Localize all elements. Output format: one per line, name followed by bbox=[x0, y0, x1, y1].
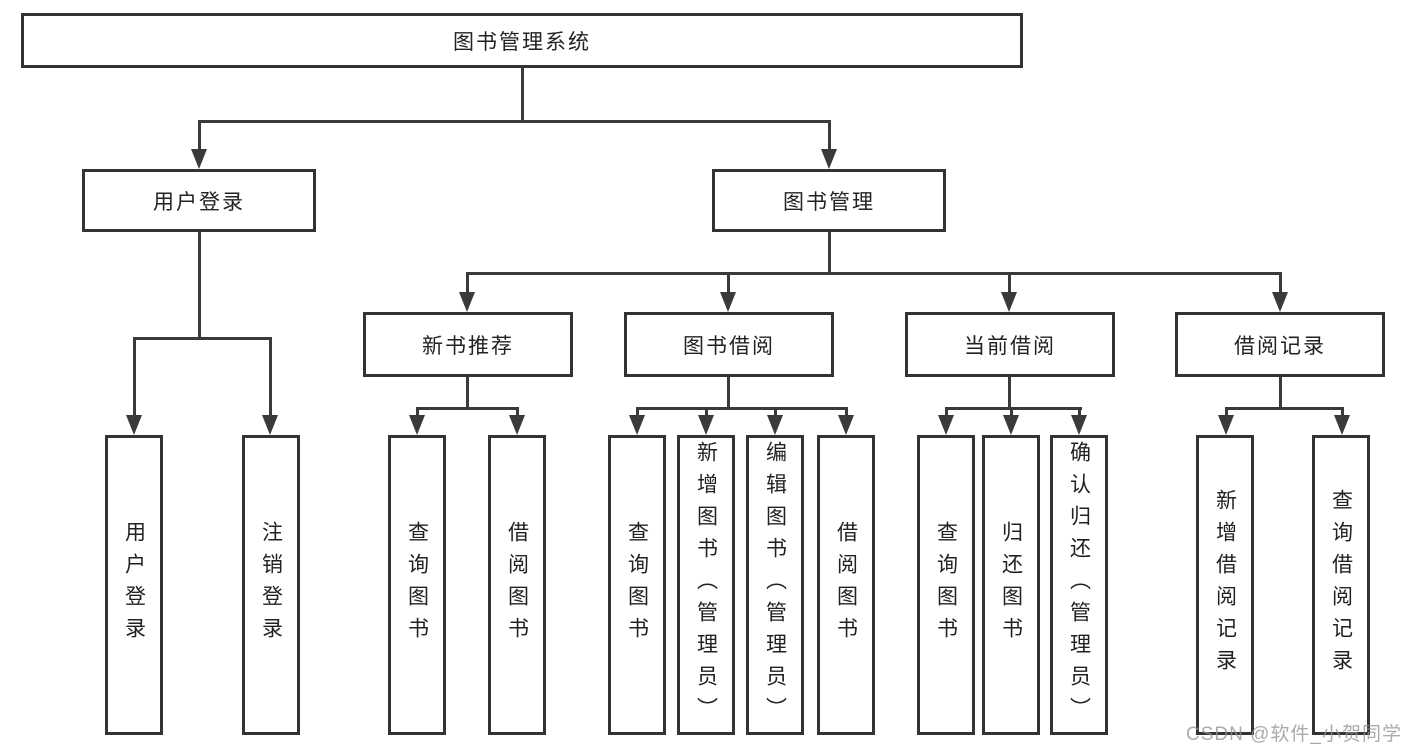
leaf-user-login: 用户登录 bbox=[105, 435, 163, 735]
arrow-down-icon bbox=[767, 415, 783, 435]
arrow-down-icon bbox=[126, 415, 142, 435]
node-library-management-system: 图书管理系统 bbox=[21, 13, 1023, 68]
connector-book-mgmt-stem bbox=[828, 232, 831, 272]
connector-current-borrow-stem bbox=[1008, 377, 1011, 407]
arrow-down-icon bbox=[698, 415, 714, 435]
connector-arrow-shaft bbox=[269, 337, 272, 415]
arrow-down-icon bbox=[262, 415, 278, 435]
connector-root-stem bbox=[521, 68, 524, 120]
node-label: 注销登录 bbox=[259, 521, 283, 649]
arrow-down-icon bbox=[1003, 415, 1019, 435]
leaf-borrow-query-books: 查询图书 bbox=[608, 435, 666, 735]
node-label: 查询借阅记录 bbox=[1329, 489, 1353, 681]
leaf-newbook-query-books: 查询图书 bbox=[388, 435, 446, 735]
connector-new-book-bar bbox=[416, 407, 519, 410]
node-label: 编辑图书（管理员） bbox=[763, 441, 787, 729]
connector-arrow-shaft bbox=[705, 407, 708, 415]
leaf-current-return-books: 归还图书 bbox=[982, 435, 1040, 735]
csdn-watermark: CSDN @软件_小贺同学 bbox=[1186, 724, 1402, 745]
connector-root-bar bbox=[198, 120, 831, 123]
connector-new-book-stem bbox=[466, 377, 469, 407]
node-label: 新增图书（管理员） bbox=[694, 441, 718, 729]
arrow-down-icon bbox=[629, 415, 645, 435]
leaf-records-add-record: 新增借阅记录 bbox=[1196, 435, 1254, 735]
connector-arrow-shaft bbox=[466, 272, 469, 293]
node-book-management: 图书管理 bbox=[712, 169, 946, 232]
leaf-current-confirm-return-admin: 确认归还（管理员） bbox=[1050, 435, 1108, 735]
arrow-down-icon bbox=[409, 415, 425, 435]
arrow-down-icon bbox=[720, 292, 736, 312]
connector-arrow-shaft bbox=[416, 407, 419, 415]
arrow-down-icon bbox=[938, 415, 954, 435]
node-label: 用户登录 bbox=[122, 521, 146, 649]
arrow-down-icon bbox=[1071, 415, 1087, 435]
arrow-down-icon bbox=[1334, 415, 1350, 435]
arrow-down-icon bbox=[821, 149, 837, 169]
leaf-current-query-books: 查询图书 bbox=[917, 435, 975, 735]
node-label: 新增借阅记录 bbox=[1213, 489, 1237, 681]
node-user-login: 用户登录 bbox=[82, 169, 316, 232]
connector-user-login-stem bbox=[198, 232, 201, 337]
node-current-borrow: 当前借阅 bbox=[905, 312, 1115, 377]
leaf-borrow-add-books-admin: 新增图书（管理员） bbox=[677, 435, 735, 735]
leaf-borrow-borrow-books: 借阅图书 bbox=[817, 435, 875, 735]
arrow-down-icon bbox=[1218, 415, 1234, 435]
connector-arrow-shaft bbox=[1078, 407, 1081, 415]
leaf-newbook-borrow-books: 借阅图书 bbox=[488, 435, 546, 735]
connector-arrow-shaft bbox=[198, 120, 201, 150]
node-label: 借阅图书 bbox=[834, 521, 858, 649]
connector-arrow-shaft bbox=[1341, 407, 1344, 415]
connector-book-borrow-stem bbox=[727, 377, 730, 407]
arrow-down-icon bbox=[1272, 292, 1288, 312]
connector-arrow-shaft bbox=[945, 407, 948, 415]
connector-borrow-records-bar bbox=[1225, 407, 1343, 410]
node-label: 图书管理 bbox=[783, 190, 875, 214]
arrow-down-icon bbox=[509, 415, 525, 435]
connector-arrow-shaft bbox=[774, 407, 777, 415]
arrow-down-icon bbox=[191, 149, 207, 169]
connector-borrow-records-stem bbox=[1279, 377, 1282, 407]
arrow-down-icon bbox=[459, 292, 475, 312]
node-label: 查询图书 bbox=[934, 521, 958, 649]
connector-arrow-shaft bbox=[133, 337, 136, 415]
connector-book-borrow-bar bbox=[636, 407, 848, 410]
leaf-logout: 注销登录 bbox=[242, 435, 300, 735]
node-label: 确认归还（管理员） bbox=[1067, 441, 1091, 729]
node-book-borrow: 图书借阅 bbox=[624, 312, 834, 377]
node-label: 新书推荐 bbox=[422, 334, 514, 358]
connector-arrow-shaft bbox=[828, 120, 831, 150]
node-label: 借阅记录 bbox=[1234, 334, 1326, 358]
node-label: 归还图书 bbox=[999, 521, 1023, 649]
connector-user-login-bar bbox=[133, 337, 272, 340]
connector-arrow-shaft bbox=[516, 407, 519, 415]
node-label: 查询图书 bbox=[625, 521, 649, 649]
leaf-records-query-record: 查询借阅记录 bbox=[1312, 435, 1370, 735]
connector-arrow-shaft bbox=[845, 407, 848, 415]
node-new-book-recommend: 新书推荐 bbox=[363, 312, 573, 377]
arrow-down-icon bbox=[1001, 292, 1017, 312]
node-label: 当前借阅 bbox=[964, 334, 1056, 358]
connector-arrow-shaft bbox=[1279, 272, 1282, 293]
arrow-down-icon bbox=[838, 415, 854, 435]
node-borrow-records: 借阅记录 bbox=[1175, 312, 1385, 377]
connector-arrow-shaft bbox=[1225, 407, 1228, 415]
connector-arrow-shaft bbox=[1010, 407, 1013, 415]
node-label: 借阅图书 bbox=[505, 521, 529, 649]
leaf-borrow-edit-books-admin: 编辑图书（管理员） bbox=[746, 435, 804, 735]
node-label: 用户登录 bbox=[153, 190, 245, 214]
connector-current-borrow-bar bbox=[945, 407, 1082, 410]
node-label: 图书管理系统 bbox=[453, 30, 591, 54]
connector-arrow-shaft bbox=[636, 407, 639, 415]
node-label: 图书借阅 bbox=[683, 334, 775, 358]
connector-book-mgmt-bar bbox=[466, 272, 1282, 275]
connector-arrow-shaft bbox=[727, 272, 730, 293]
connector-arrow-shaft bbox=[1008, 272, 1011, 293]
node-label: 查询图书 bbox=[405, 521, 429, 649]
